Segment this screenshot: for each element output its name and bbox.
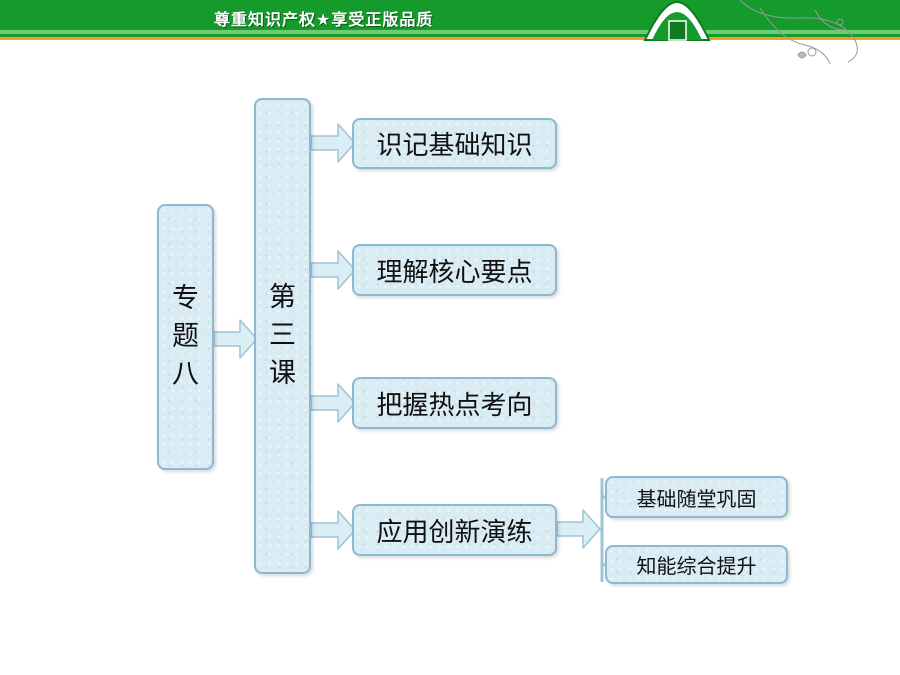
arrow-to-section-3 — [310, 383, 356, 423]
topic-char-2: 题 — [172, 321, 199, 352]
section-box-1[interactable]: 识记基础知识 — [352, 118, 557, 169]
arrow-to-section-4 — [310, 510, 356, 550]
section-box-3[interactable]: 把握热点考向 — [352, 377, 557, 429]
header-slogan: 尊重知识产权★享受正版品质 — [214, 10, 434, 29]
subsection-box-2[interactable]: 知能综合提升 — [605, 545, 788, 584]
lesson-box: 第 三 课 — [254, 98, 311, 574]
subsection-box-1[interactable]: 基础随堂巩固 — [605, 476, 788, 518]
arrow-to-subsections — [556, 509, 601, 549]
lesson-char-3: 课 — [269, 358, 296, 389]
topic-char-1: 专 — [172, 283, 199, 314]
arrow-to-section-2 — [310, 250, 356, 290]
lesson-char-1: 第 — [269, 282, 296, 313]
house-logo-icon — [643, 0, 711, 41]
section-box-4[interactable]: 应用创新演练 — [352, 504, 557, 556]
topic-char-3: 八 — [172, 359, 199, 390]
header-highlight — [0, 30, 900, 34]
swirl-ornament-icon — [739, 0, 858, 65]
topic-box: 专 题 八 — [157, 204, 214, 470]
header-decor — [643, 0, 858, 65]
section-box-2[interactable]: 理解核心要点 — [352, 244, 557, 296]
lesson-char-2: 三 — [269, 320, 296, 351]
arrow-topic-to-lesson — [213, 319, 258, 359]
arrow-to-section-1 — [310, 123, 356, 163]
